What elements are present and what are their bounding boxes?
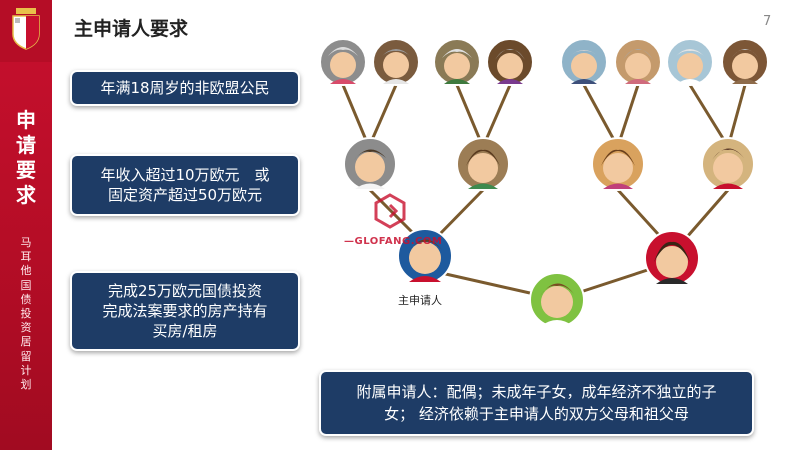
dependents-note-line: 附属申请人：配偶；未成年子女，成年经济不独立的子 — [356, 383, 717, 401]
sidebar: 申 请 要 求 马 耳 他 国 债 投 资 居 留 计 划 — [0, 0, 52, 450]
requirement-line: 年满18周岁的非欧盟公民 — [100, 79, 270, 97]
spouse-avatar — [644, 230, 700, 286]
tree-connector — [618, 83, 640, 142]
parent-avatar — [343, 137, 397, 191]
sidebar-subtitle: 马 耳 他 国 债 投 资 居 留 计 划 — [20, 236, 32, 392]
main-applicant-avatar — [397, 228, 453, 284]
logo-box — [0, 0, 52, 62]
tree-connector — [582, 83, 616, 142]
parent-avatar — [456, 137, 510, 191]
requirement-card-income: 年收入超过10万欧元 或 固定资产超过50万欧元 — [72, 156, 298, 214]
requirement-card-investment: 完成25万欧元国债投资 完成法案要求的房产持有 买房/租房 — [72, 273, 298, 349]
tree-connector — [341, 83, 368, 142]
tree-connector — [455, 83, 482, 142]
grandparent-avatar — [486, 38, 534, 86]
grandparent-avatar — [319, 38, 367, 86]
watermark-logo-icon — [374, 193, 406, 229]
dependents-note-card: 附属申请人：配偶；未成年子女，成年经济不独立的子 女； 经济依赖于主申请人的双方… — [321, 372, 752, 434]
requirement-line: 完成法案要求的房产持有 — [102, 302, 268, 320]
tree-connector — [484, 83, 512, 142]
watermark-text: —GLOFANG.COM — [344, 236, 443, 247]
requirement-card-age: 年满18周岁的非欧盟公民 — [72, 72, 298, 104]
tree-connector — [688, 83, 726, 142]
grandparent-avatar — [560, 38, 608, 86]
grandparent-avatar — [614, 38, 662, 86]
grandparent-avatar — [433, 38, 481, 86]
page-number: 7 — [763, 14, 772, 29]
main-applicant-label: 主申请人 — [398, 294, 442, 307]
tree-connector — [728, 83, 747, 142]
requirement-line: 完成25万欧元国债投资 — [107, 282, 263, 300]
parent-avatar — [591, 137, 645, 191]
sidebar-title: 申 请 要 求 — [16, 108, 36, 207]
grandparent-avatar — [372, 38, 420, 86]
tree-connector — [370, 83, 398, 142]
tree-connector — [432, 188, 485, 242]
requirement-line: 年收入超过10万欧元 或 — [100, 166, 270, 184]
parent-avatar — [701, 137, 755, 191]
requirement-line: 固定资产超过50万欧元 — [107, 186, 263, 204]
requirement-line: 买房/租房 — [152, 322, 218, 340]
malta-crest-icon — [12, 8, 40, 50]
grandparent-avatar — [666, 38, 714, 86]
child-avatar — [529, 272, 585, 328]
page-title: 主申请人要求 — [74, 18, 189, 40]
dependents-note-line: 女； 经济依赖于主申请人的双方父母和祖父母 — [384, 405, 689, 423]
grandparent-avatar — [721, 38, 769, 86]
